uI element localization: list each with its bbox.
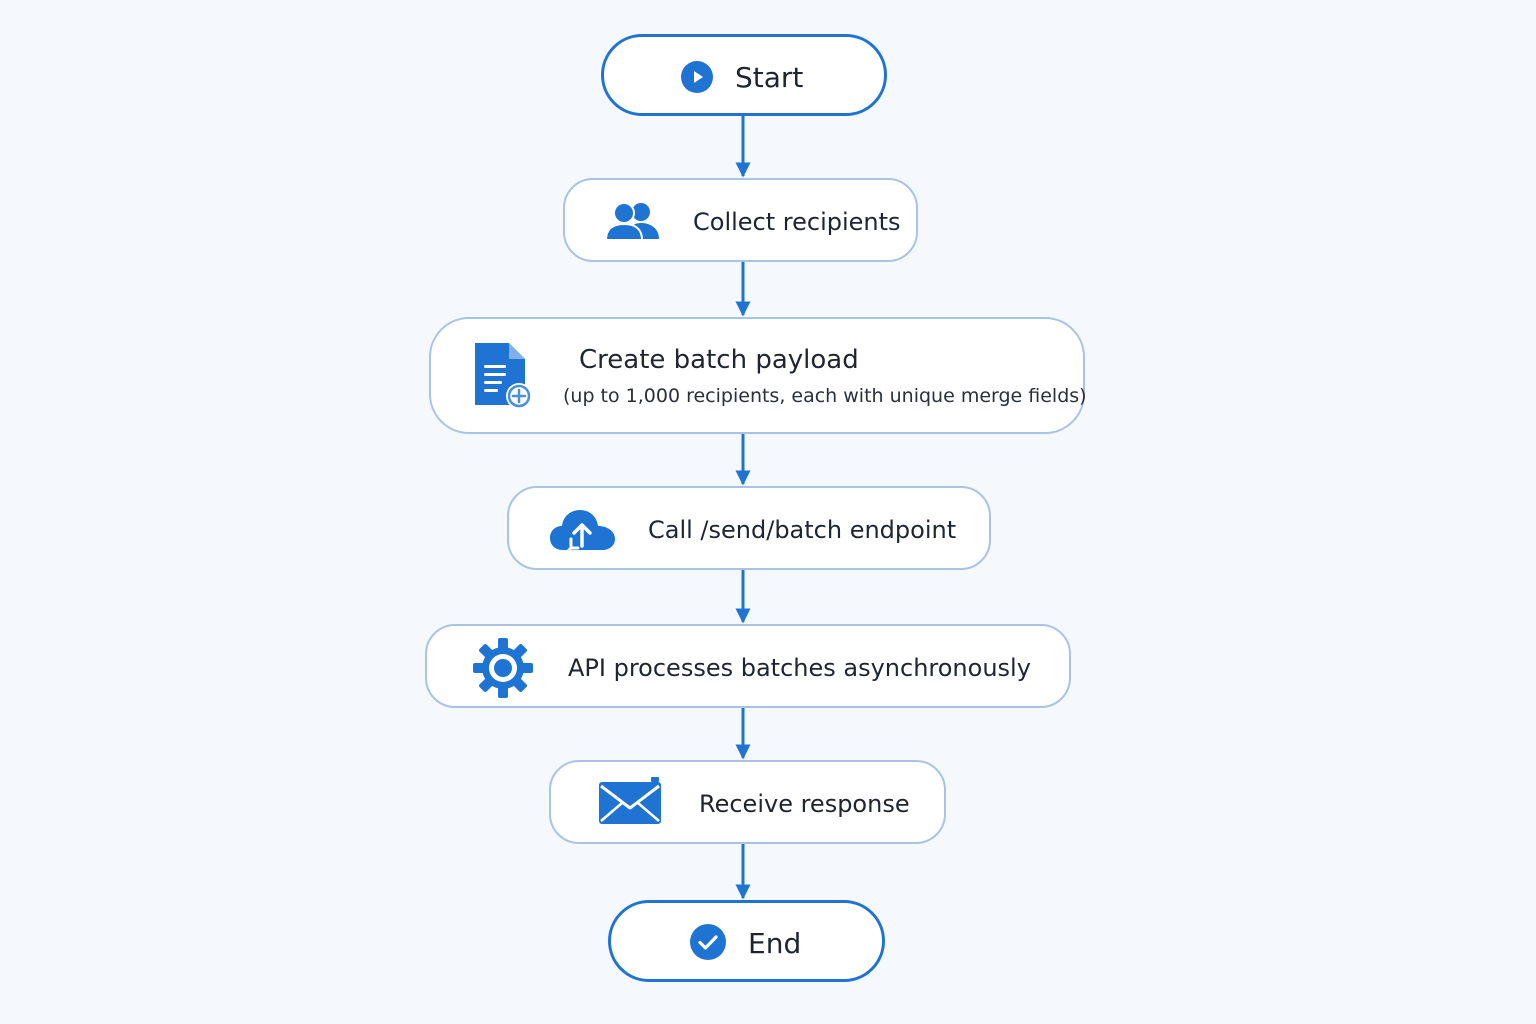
create-batch-payload-node[interactable]: Create batch payload (up to 1,000 recipi… — [429, 317, 1087, 434]
envelope-icon — [599, 777, 661, 824]
cloud-upload-icon — [550, 510, 615, 556]
api-processes-label: API processes batches asynchronously — [568, 654, 1031, 682]
end-node[interactable]: End — [608, 900, 885, 982]
create-batch-payload-label: Create batch payload — [579, 345, 859, 375]
play-circle-icon — [681, 61, 713, 93]
start-label: Start — [735, 61, 804, 94]
receive-response-label: Receive response — [699, 790, 910, 818]
start-node[interactable]: Start — [601, 34, 887, 116]
end-label: End — [748, 927, 802, 960]
gear-icon — [473, 638, 533, 698]
create-batch-payload-sublabel: (up to 1,000 recipients, each with uniqu… — [563, 385, 1087, 407]
api-processes-node[interactable]: API processes batches asynchronously — [425, 624, 1071, 708]
call-endpoint-label: Call /send/batch endpoint — [648, 516, 957, 544]
call-endpoint-node[interactable]: Call /send/batch endpoint — [507, 486, 991, 570]
document-add-icon — [475, 343, 532, 409]
collect-recipients-label: Collect recipients — [693, 208, 901, 236]
check-circle-icon — [690, 924, 726, 960]
users-icon — [605, 202, 659, 241]
receive-response-node[interactable]: Receive response — [549, 760, 946, 844]
collect-recipients-node[interactable]: Collect recipients — [563, 178, 918, 262]
